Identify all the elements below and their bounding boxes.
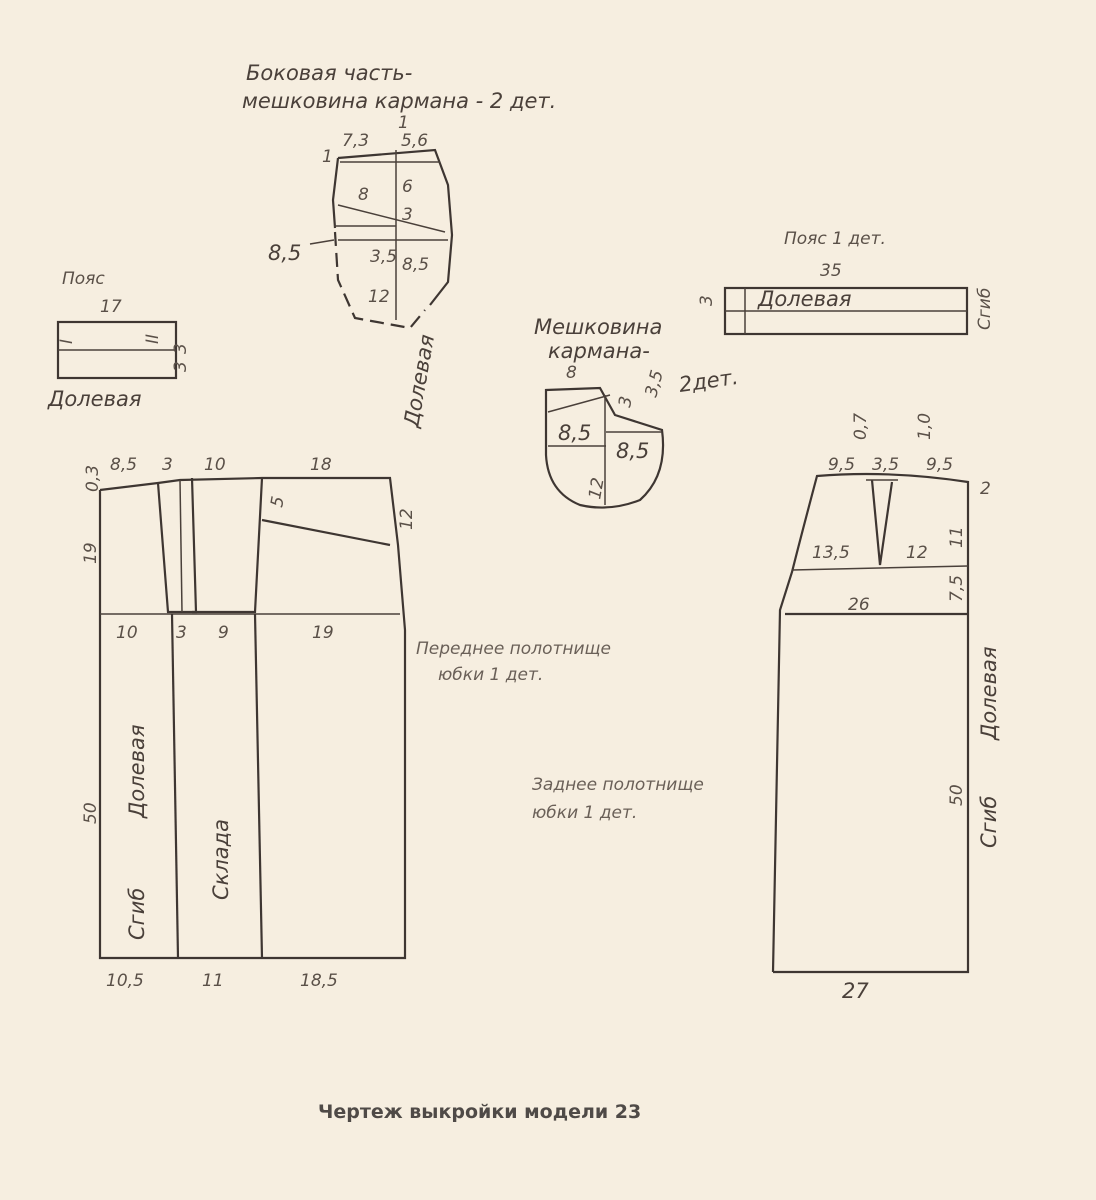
front-panel-mid-dim: 9: [218, 623, 229, 643]
front-panel-outline: [98, 476, 407, 960]
back-panel-top-dim: 9,5: [926, 455, 953, 475]
side-piece-pocket-line: [337, 204, 446, 233]
back-panel-hip-width: 26: [848, 595, 870, 615]
back-panel-caption-line2: юбки 1 дет.: [532, 803, 637, 823]
front-panel-grain: Долевая: [125, 725, 149, 819]
back-panel-bottom: 27: [842, 979, 869, 1003]
front-panel-mid-dim: 3: [176, 623, 187, 643]
pocket-bag-dim: 8: [566, 363, 577, 383]
front-panel-bottom-dim: 18,5: [300, 971, 338, 991]
side-piece-dim: 6: [402, 177, 413, 197]
front-panel-fold: Сгиб: [125, 888, 149, 940]
front-panel-side-dim: 19: [81, 542, 101, 564]
side-piece-dim: 1: [322, 147, 333, 167]
side-piece-dim: 8: [358, 185, 369, 205]
side-piece-dim: 7,3: [342, 131, 369, 151]
back-panel-caption-line1: Заднее полотнище: [532, 775, 704, 795]
small-belt-length: 17: [100, 297, 122, 317]
small-belt-grain: Долевая: [47, 387, 141, 411]
back-panel-dart-dim: 1,0: [915, 413, 935, 440]
front-panel-side-dim: 12: [397, 508, 417, 530]
pocket-bag-outline: [544, 386, 665, 509]
back-panel-outline: [771, 472, 970, 974]
side-piece-dim: 1: [398, 113, 409, 133]
front-panel-pocket-line: [261, 518, 391, 547]
front-panel-top-dim: 10: [204, 455, 226, 475]
back-panel-dart-dim: 0,7: [851, 413, 871, 440]
front-panel-pleat: Склада: [209, 819, 233, 900]
small-belt-mark: II: [143, 334, 163, 344]
side-piece-dim: 8,5: [402, 255, 429, 275]
back-panel-hip-dim: 12: [906, 543, 928, 563]
front-panel-length: 50: [81, 802, 101, 824]
side-piece: Боковая часть- мешковина кармана - 2 дет…: [242, 61, 556, 430]
side-piece-left-edge: [331, 157, 340, 229]
front-panel-mid-dim: 19: [312, 623, 334, 643]
front-panel-caption-line2: юбки 1 дет.: [438, 665, 543, 685]
front-panel-side-dim: 5: [267, 495, 289, 509]
belt-fold: Сгиб: [975, 288, 995, 330]
belt-title: Пояс 1 дет.: [784, 229, 886, 249]
back-panel: 0,7 1,0 9,5 3,5 9,5 2 13,5 12 11 7,5 26 …: [532, 413, 1001, 1003]
pocket-bag-count: 2дет.: [677, 365, 739, 397]
front-panel-pleat-line: [170, 613, 180, 959]
back-panel-hip-dim: 13,5: [812, 543, 850, 563]
pocket-bag: Мешковина кармана- 2дет. 8 3 3,5 8,5 8,5…: [534, 315, 740, 509]
back-panel-top-dim: 3,5: [872, 455, 899, 475]
back-panel-dart: [870, 479, 894, 566]
pocket-bag-dim: 8,5: [616, 439, 649, 463]
front-panel-mid-dim: 10: [116, 623, 138, 643]
side-piece-dim: 3: [402, 205, 413, 225]
front-panel-top-dim: 3: [162, 455, 173, 475]
pocket-bag-dim: 8,5: [558, 421, 591, 445]
back-panel-fold: Сгиб: [977, 796, 1001, 848]
back-panel-hip-dim: 7,5: [947, 575, 967, 602]
side-piece-title-line2: мешковина кармана - 2 дет.: [242, 89, 556, 113]
back-panel-top-dim: 2: [980, 479, 991, 499]
side-piece-leader: [309, 239, 335, 245]
side-piece-dim: 8,5: [268, 241, 301, 265]
pocket-bag-title-line1: Мешковина: [534, 315, 662, 339]
side-piece-grain: Долевая: [399, 333, 439, 430]
back-panel-hip-dim: 11: [947, 526, 967, 548]
front-panel-pocket-edge: [156, 477, 198, 614]
belt-width: 3: [697, 295, 717, 306]
front-panel: 0,3 8,5 3 10 18 19 5 12 10 3 9 19 50 Дол…: [81, 455, 611, 991]
front-panel-line: [179, 479, 183, 613]
figure-caption: Чертеж выкройки модели 23: [318, 1101, 641, 1123]
front-panel-top-dim: 8,5: [110, 455, 137, 475]
side-piece-outline: [337, 148, 454, 306]
small-belt-width: 3: [171, 343, 191, 354]
pocket-bag-dim: 3,5: [642, 368, 668, 399]
belt-length: 35: [820, 261, 842, 281]
front-panel-pleat-line: [253, 613, 264, 959]
back-panel-length: 50: [947, 784, 967, 806]
small-belt-title: Пояс: [62, 269, 105, 289]
front-panel-pocket-opening: [192, 477, 264, 614]
side-piece-title-line1: Боковая часть-: [246, 61, 412, 85]
back-panel-top-dim: 9,5: [828, 455, 855, 475]
pocket-bag-dim: 12: [585, 476, 608, 501]
small-belt-mark: I: [57, 339, 77, 344]
back-panel-grain: Долевая: [977, 647, 1001, 741]
side-piece-dim: 3,5: [370, 247, 397, 267]
front-panel-caption-line1: Переднее полотнище: [416, 639, 611, 659]
side-piece-dim: 12: [368, 287, 390, 307]
belt-grain: Долевая: [757, 287, 851, 311]
pocket-bag-title-line2: кармана-: [548, 339, 650, 363]
small-belt: Пояс 17 I II 3 3 Долевая: [47, 269, 191, 411]
side-piece-dashed-outline: [333, 231, 426, 330]
front-panel-bottom-dim: 11: [202, 971, 224, 991]
pocket-bag-dim: 3: [615, 395, 637, 409]
side-piece-dim: 5,6: [401, 131, 428, 151]
belt: Пояс 1 дет. 35 3 Долевая Сгиб: [697, 229, 995, 336]
small-belt-width: 3: [171, 361, 191, 372]
back-panel-hip-line: [791, 565, 969, 571]
front-panel-bottom-dim: 10,5: [106, 971, 144, 991]
pocket-bag-line: [547, 394, 611, 413]
front-panel-top-dim: 0,3: [83, 465, 103, 492]
front-panel-top-dim: 18: [310, 455, 332, 475]
